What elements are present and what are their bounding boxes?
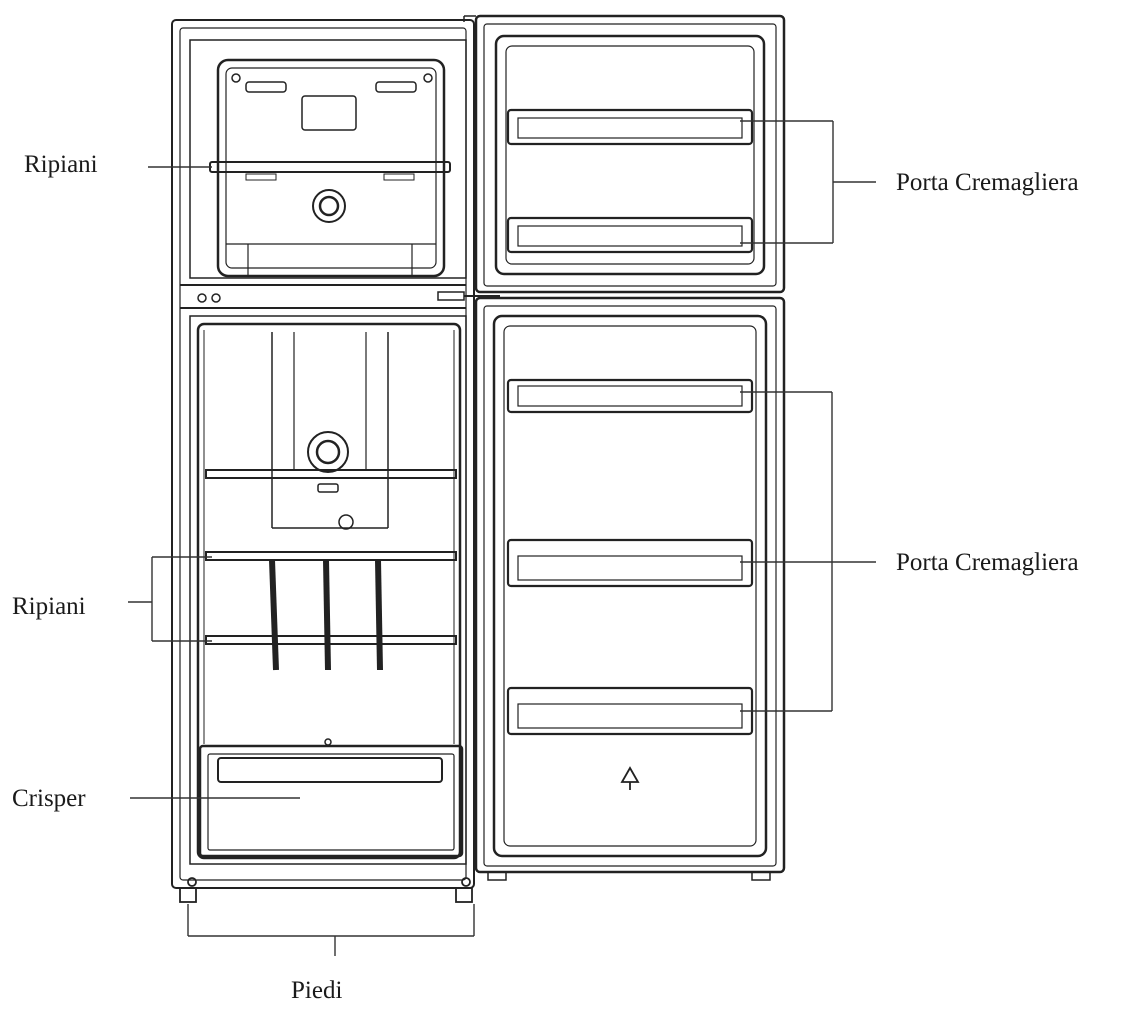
leader-lines (128, 120, 876, 956)
label-feet: Piedi (291, 977, 343, 1004)
freezer-compartment (189, 39, 467, 279)
refrigerator-feet (176, 877, 473, 903)
label-fridge-shelves: Ripiani (12, 593, 86, 620)
label-fridge-door-rack: Porta Cremagliera (896, 549, 1079, 576)
fridge-door (474, 296, 786, 881)
label-freezer-door-rack: Porta Cremagliera (896, 169, 1079, 196)
label-crisper: Crisper (12, 785, 86, 812)
freezer-door (437, 14, 786, 301)
refrigerator-cabinet (171, 19, 475, 889)
fridge-compartment (189, 315, 467, 865)
label-freezer-shelf: Ripiani (24, 151, 98, 178)
